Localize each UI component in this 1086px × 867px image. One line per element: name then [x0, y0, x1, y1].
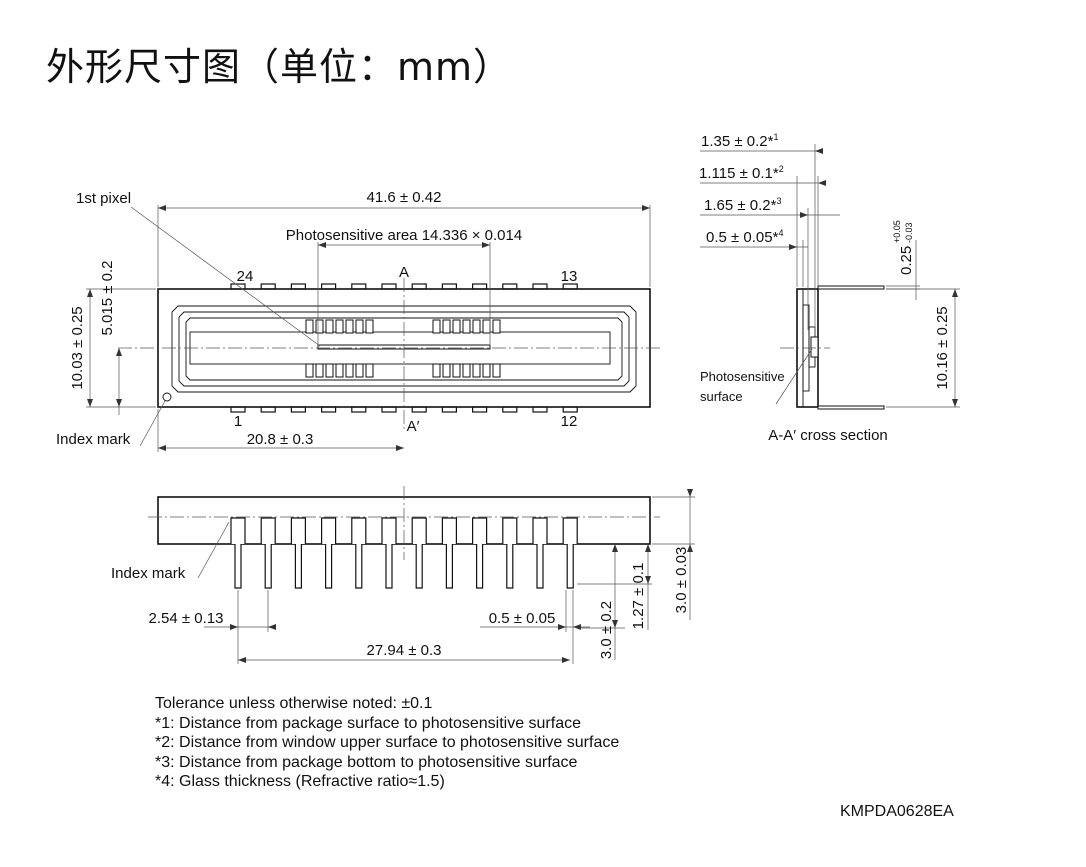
chip-section: [810, 336, 819, 358]
side-lead: [351, 517, 367, 589]
bond-pad: [482, 363, 491, 378]
note-line: *3: Distance from package bottom to phot…: [155, 753, 578, 771]
side-lead: [562, 517, 578, 589]
bond-pad: [355, 319, 364, 334]
lead-length-label: 3.0 ± 0.2: [598, 601, 615, 659]
side-view: 3.0 ± 0.03 1.27 ± 0.1 3.0 ± 0.2 Index ma…: [111, 486, 695, 664]
photosensitive-area-label: Photosensitive area 14.336 × 0.014: [286, 227, 522, 244]
width-label: 10.16 ± 0.25: [934, 306, 951, 389]
bond-pad: [335, 363, 344, 378]
body-height-label: 3.0 ± 0.03: [673, 547, 690, 614]
drawing-code: KMPDA0628EA: [840, 803, 954, 820]
bond-pad: [472, 319, 481, 334]
dim-3-label: 1.65 ± 0.2*3: [704, 196, 781, 214]
pitch-label: 2.54 ± 0.13: [149, 610, 224, 627]
lead-tol-minus: -0.03: [904, 222, 914, 243]
photosensitive-surface-label-1: Photosensitive: [700, 369, 785, 384]
bond-pad: [482, 319, 491, 334]
bond-pad: [305, 319, 314, 334]
bond-pad: [452, 363, 461, 378]
note-line: *4: Glass thickness (Refractive ratio≈1.…: [155, 773, 445, 791]
bond-pads: [305, 319, 501, 378]
window-inner: [185, 317, 623, 381]
cross-section-caption: A-A′ cross section: [768, 427, 888, 444]
note-line: *1: Distance from package surface to pho…: [155, 714, 581, 732]
bond-pad: [315, 363, 324, 378]
section-a-prime-label: A′: [407, 418, 420, 435]
lead-tol-plus: +0.05: [892, 220, 902, 243]
bond-pad: [472, 363, 481, 378]
bond-pad: [432, 363, 441, 378]
lead-width-label: 0.5 ± 0.05: [489, 610, 556, 627]
side-lead: [290, 517, 306, 589]
bond-pad: [305, 363, 314, 378]
bond-pad: [365, 363, 374, 378]
dim-2-label: 1.115 ± 0.1*2: [699, 164, 784, 182]
index-mark-label: Index mark: [56, 431, 131, 448]
lead-thickness-label: 0.25: [898, 246, 915, 275]
side-lead: [260, 517, 276, 589]
side-lead: [441, 517, 457, 589]
side-lead: [381, 517, 397, 589]
pin-span-label: 27.94 ± 0.3: [367, 642, 442, 659]
bond-pad: [315, 319, 324, 334]
overall-length-label: 41.6 ± 0.42: [367, 189, 442, 206]
bond-pad: [452, 319, 461, 334]
bond-pad: [325, 319, 334, 334]
notes-block: Tolerance unless otherwise noted: ±0.1 *…: [155, 694, 619, 792]
bond-pad: [345, 363, 354, 378]
pin-12-label: 12: [561, 413, 578, 430]
note-line: Tolerance unless otherwise noted: ±0.1: [155, 695, 433, 712]
bottom-pin-row: [230, 406, 578, 413]
cross-section-view: 1.35 ± 0.2*1 1.115 ± 0.1*2 1.65 ± 0.2*3 …: [699, 132, 960, 444]
bond-pad: [442, 363, 451, 378]
top-view: 41.6 ± 0.42 Photosensitive area 14.336 ×…: [56, 189, 660, 452]
side-lead-row: [230, 517, 578, 589]
note-line: *2: Distance from window upper surface t…: [155, 734, 620, 752]
lead-bottom: [817, 405, 885, 410]
photosensitive-surface-label-2: surface: [700, 389, 743, 404]
side-lead: [230, 517, 246, 589]
lead-top: [817, 285, 885, 290]
bond-pad: [345, 319, 354, 334]
bond-pad: [355, 363, 364, 378]
pin-24-label: 24: [237, 268, 254, 285]
side-lead: [321, 517, 337, 589]
bond-pad: [365, 319, 374, 334]
height-total-label: 10.03 ± 0.25: [69, 306, 86, 389]
first-pixel-label: 1st pixel: [76, 190, 131, 207]
bond-pad: [462, 363, 471, 378]
bond-pad: [442, 319, 451, 334]
side-lead: [411, 517, 427, 589]
bond-pad: [335, 319, 344, 334]
side-lead: [502, 517, 518, 589]
window-outer: [171, 305, 637, 393]
pin-1-label: 1: [234, 413, 242, 430]
dim-1-label: 1.35 ± 0.2*1: [701, 132, 778, 150]
height-center-label: 5.015 ± 0.2: [99, 261, 116, 336]
side-index-mark-label: Index mark: [111, 565, 186, 582]
section-a-label: A: [399, 264, 409, 281]
lead-offset-label: 1.27 ± 0.1: [630, 563, 647, 630]
bond-pad: [325, 363, 334, 378]
index-mark-circle: [162, 392, 172, 402]
dim-4-label: 0.5 ± 0.05*4: [706, 228, 783, 246]
bond-pad: [432, 319, 441, 334]
bond-pad: [462, 319, 471, 334]
window-middle: [178, 311, 630, 387]
pin-13-label: 13: [561, 268, 578, 285]
side-lead: [532, 517, 548, 589]
side-lead: [472, 517, 488, 589]
center-offset-label: 20.8 ± 0.3: [247, 431, 314, 448]
page-title: 外形尺寸图（单位：mm）: [46, 45, 513, 89]
bond-pad: [492, 363, 501, 378]
bond-pad: [492, 319, 501, 334]
